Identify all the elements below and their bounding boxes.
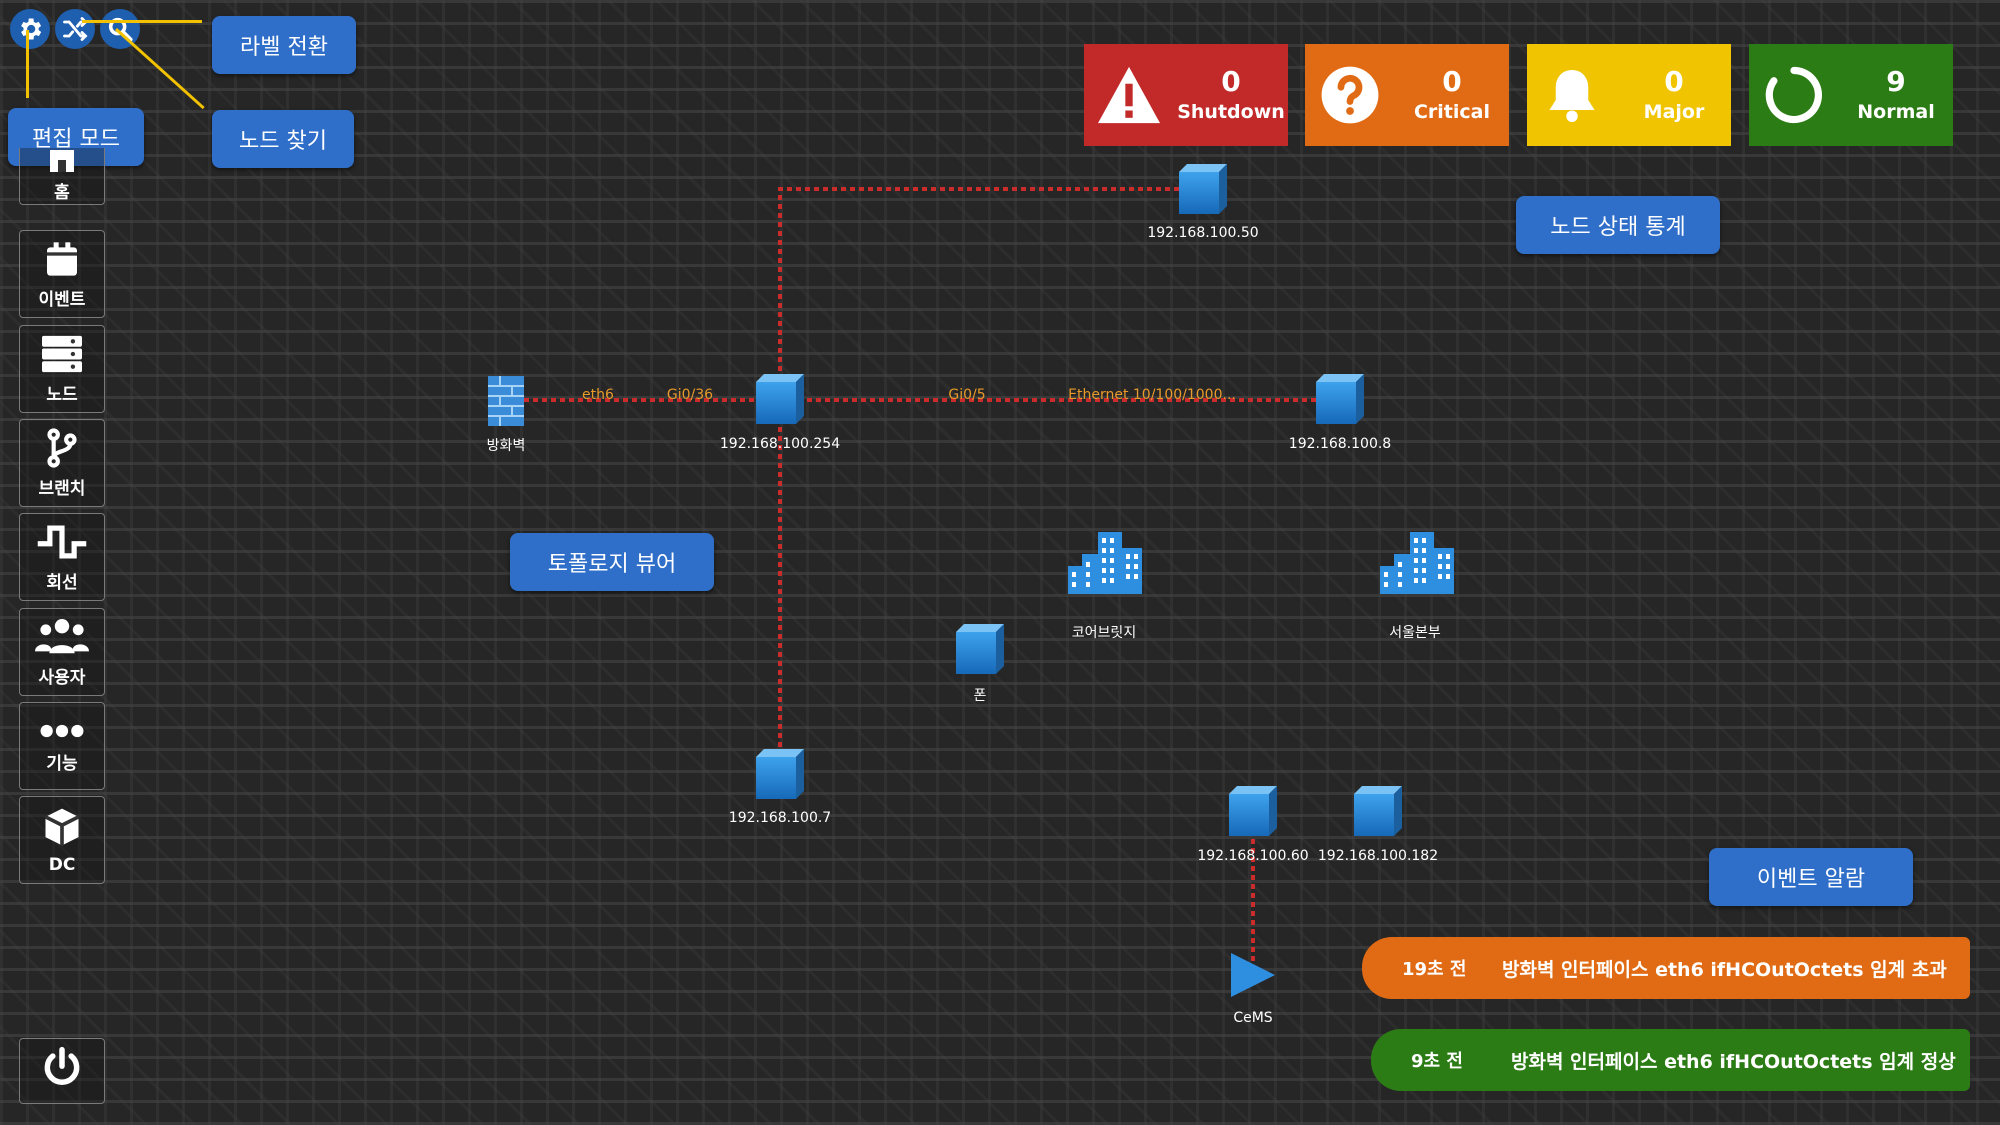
node-label-192-168-100-60[interactable]: 192.168.100.60	[1197, 848, 1309, 864]
label-toggle-button[interactable]	[55, 9, 95, 49]
status-label-shutdown: Shutdown	[1177, 101, 1285, 123]
sidebar-item-branch[interactable]: 브랜치	[19, 419, 105, 507]
line-pulse-icon	[37, 525, 87, 558]
event-age: 19초 전	[1402, 959, 1467, 980]
node-label-firewall[interactable]: 방화벽	[486, 438, 526, 454]
node-icon-192-168-100-7	[756, 749, 804, 799]
sidebar-item-label: 기능	[46, 753, 78, 774]
cube-icon	[44, 808, 80, 846]
status-card-critical[interactable]: 0 Critical	[1305, 44, 1509, 146]
node-icon-192-168-100-182	[1354, 786, 1402, 836]
sidebar-item-events[interactable]: 이벤트	[19, 230, 105, 318]
node-label-corebridge[interactable]: 코어브릿지	[1071, 625, 1137, 641]
node-label-seoul[interactable]: 서울본부	[1389, 625, 1441, 641]
edit-mode-leader	[26, 30, 29, 98]
sidebar-item-dc[interactable]: DC	[19, 796, 105, 884]
sidebar-item-label: 사용자	[38, 667, 86, 688]
sidebar-item-label: DC	[48, 855, 76, 875]
edit-mode-callout: 편집 모드	[8, 108, 144, 166]
event-banner[interactable]: 19초 전 방화벽 인터페이스 eth6 ifHCOutOctets 임계 초과	[1362, 937, 1970, 999]
node-label-192-168-100-7[interactable]: 192.168.100.7	[728, 810, 832, 826]
sidebar-item-home[interactable]: 홈	[19, 148, 105, 205]
find-node-callout: 노드 찾기	[212, 110, 354, 168]
event-alarm-callout: 이벤트 알람	[1709, 848, 1913, 906]
status-card-shutdown[interactable]: 0 Shutdown	[1084, 44, 1288, 146]
label-toggle-callout: 라벨 전환	[212, 16, 356, 74]
node-icon-seoul	[1380, 532, 1454, 594]
event-age: 9초 전	[1411, 1051, 1463, 1072]
status-label-major: Major	[1643, 101, 1705, 123]
sidebar-item-lines[interactable]: 회선	[19, 513, 105, 601]
node-icon-192-168-100-254	[756, 374, 804, 424]
status-count-normal: 9	[1886, 65, 1906, 98]
node-icon-192-168-100-50	[1179, 164, 1227, 214]
node-label-cems[interactable]: CeMS	[1233, 1010, 1273, 1026]
link-254-to-50	[778, 187, 1202, 398]
node-icon-192-168-100-60	[1229, 786, 1277, 836]
status-count-major: 0	[1664, 65, 1684, 98]
sidebar-item-label: 브랜치	[38, 478, 86, 499]
node-label-192-168-100-254[interactable]: 192.168.100.254	[719, 436, 841, 452]
event-message: 방화벽 인터페이스 eth6 ifHCOutOctets 임계 정상	[1511, 1050, 1956, 1073]
sidebar-item-nodes[interactable]: 노드	[19, 325, 105, 413]
node-icon-phone	[956, 624, 1004, 674]
event-message: 방화벽 인터페이스 eth6 ifHCOutOctets 임계 초과	[1502, 958, 1947, 981]
event-banner[interactable]: 9초 전 방화벽 인터페이스 eth6 ifHCOutOctets 임계 정상	[1371, 1029, 1970, 1091]
node-icon-firewall	[488, 376, 524, 426]
status-count-critical: 0	[1442, 65, 1462, 98]
label-toggle-leader	[82, 20, 202, 23]
sidebar-item-label: 이벤트	[38, 289, 86, 310]
node-status-callout: 노드 상태 통계	[1516, 196, 1720, 254]
more-icon	[40, 724, 84, 737]
node-icon-cems	[1231, 953, 1275, 997]
sidebar-item-functions[interactable]: 기능	[19, 702, 105, 790]
port-label-eth6: eth6	[582, 387, 614, 403]
status-card-normal[interactable]: 9 Normal	[1749, 44, 1953, 146]
node-icon-192-168-100-8	[1316, 374, 1364, 424]
port-label-ethernet: Ethernet 10/100/1000...	[1068, 387, 1236, 403]
edit-mode-button[interactable]	[10, 9, 50, 49]
users-icon	[35, 618, 89, 653]
status-count-shutdown: 0	[1221, 65, 1241, 98]
port-label-gi0-5: Gi0/5	[948, 387, 986, 403]
sidebar-item-label: 노드	[46, 384, 78, 405]
power-icon	[44, 1046, 80, 1085]
node-label-192-168-100-182[interactable]: 192.168.100.182	[1317, 848, 1439, 864]
sidebar-item-label: 회선	[46, 572, 78, 593]
sidebar-item-users[interactable]: 사용자	[19, 608, 105, 696]
ring-icon	[1765, 66, 1822, 124]
node-label-phone[interactable]: 폰	[973, 688, 987, 704]
branch-icon	[47, 427, 77, 468]
node-icon-corebridge	[1068, 532, 1142, 594]
warning-icon	[1098, 66, 1160, 124]
status-label-critical: Critical	[1413, 101, 1491, 123]
node-label-192-168-100-8[interactable]: 192.168.100.8	[1288, 436, 1392, 452]
calendar-icon	[47, 241, 77, 276]
topology-viewer-callout: 토폴로지 뷰어	[510, 533, 714, 591]
status-card-major[interactable]: 0 Major	[1527, 44, 1731, 146]
node-label-192-168-100-50[interactable]: 192.168.100.50	[1147, 225, 1259, 241]
sidebar-item-label: 홈	[54, 182, 70, 203]
gear-icon	[21, 18, 42, 40]
status-label-normal: Normal	[1857, 101, 1935, 123]
port-label-gi0-36: Gi0/36	[666, 387, 714, 403]
home-icon	[50, 149, 74, 172]
bell-icon	[1549, 70, 1595, 122]
question-icon	[1321, 66, 1379, 124]
server-icon	[42, 335, 82, 372]
power-button[interactable]	[19, 1038, 105, 1104]
